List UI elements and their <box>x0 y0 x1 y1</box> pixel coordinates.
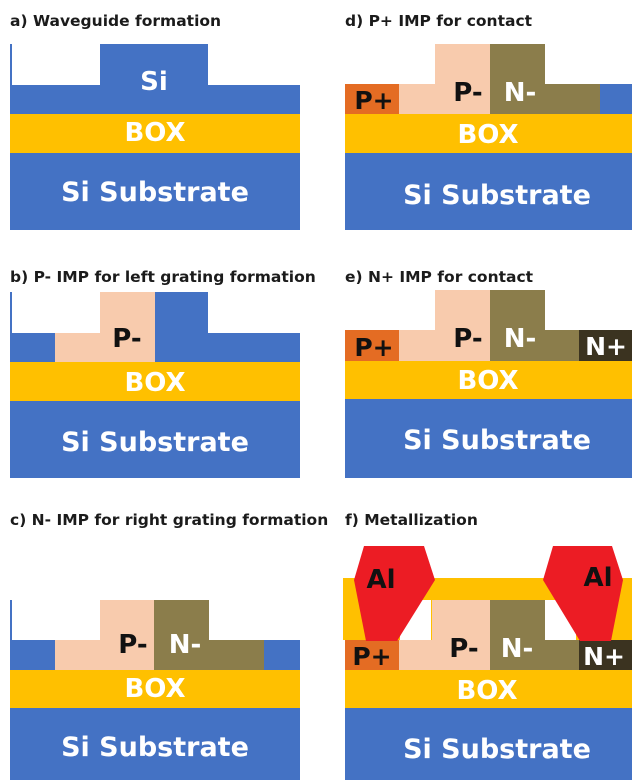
panel-e-n-minus-label: N- <box>504 324 537 354</box>
panel-f-box-layer <box>345 669 632 708</box>
panel-f-p-plus-label: P+ <box>352 642 391 671</box>
panel-f-box-label: BOX <box>456 676 517 706</box>
panel-b-box-layer <box>10 361 300 401</box>
panel-e: e) N+ IMP for contact P+ P- N- N+ BOX Si… <box>345 268 632 478</box>
panel-d-substrate-label: Si Substrate <box>403 180 591 211</box>
panel-b: b) P- IMP for left grating formation P- … <box>10 268 316 478</box>
panel-d-box-label: BOX <box>457 120 518 150</box>
panel-f-al-contact-left <box>354 546 435 641</box>
panel-a-si-slab <box>10 85 300 114</box>
panel-e-p-minus-label: P- <box>453 324 482 354</box>
panel-e-box-label: BOX <box>457 366 518 396</box>
panel-d-p-plus-label: P+ <box>354 86 393 115</box>
panel-b-p-minus-label: P- <box>112 324 141 354</box>
panel-f-caption: f) Metallization <box>345 511 478 529</box>
panel-a-box-label: BOX <box>124 118 185 148</box>
panel-f-substrate-label: Si Substrate <box>403 734 591 765</box>
panel-f-al-right-label: Al <box>583 563 612 593</box>
panel-c-box-label: BOX <box>124 674 185 704</box>
panel-c-n-minus-label: N- <box>169 630 202 660</box>
panel-e-p-minus-rib <box>435 290 491 331</box>
panel-d-n-minus-label: N- <box>504 78 537 108</box>
panel-b-box-label: BOX <box>124 368 185 398</box>
panel-f-al-left-label: Al <box>366 565 395 595</box>
panel-c-n-minus-rib <box>154 600 209 641</box>
panel-d-n-minus-slab <box>490 84 600 114</box>
panel-c-box-layer <box>10 669 300 708</box>
panel-e-substrate-label: Si Substrate <box>403 425 591 456</box>
panel-a-si-label: Si <box>140 67 168 97</box>
panel-b-substrate-label: Si Substrate <box>61 427 249 458</box>
panel-e-n-minus-rib <box>490 290 545 331</box>
panel-e-p-plus-label: P+ <box>354 333 393 362</box>
panel-f-n-minus-slab <box>490 640 580 670</box>
panel-d-p-plus-region <box>345 84 400 114</box>
panel-c: c) N- IMP for right grating formation P-… <box>10 511 328 780</box>
panel-a-substrate <box>10 152 300 230</box>
panel-b-p-minus-slab <box>55 333 155 362</box>
panel-f: f) Metallization Al Al P+ P- N- N+ BOX S… <box>343 511 632 780</box>
panel-d-caption: d) P+ IMP for contact <box>345 12 533 30</box>
panel-c-edge-line <box>10 600 12 641</box>
panel-c-n-minus-slab <box>154 640 264 670</box>
panel-c-substrate <box>10 707 300 780</box>
panel-a-caption: a) Waveguide formation <box>10 12 221 30</box>
panel-c-substrate-label: Si Substrate <box>61 732 249 763</box>
panel-d-p-minus-rib <box>435 44 491 85</box>
panel-b-caption: b) P- IMP for left grating formation <box>10 268 316 286</box>
panel-c-p-minus-rib <box>100 600 155 641</box>
panel-a-edge-line <box>10 44 12 86</box>
panel-f-n-plus-label: N+ <box>583 642 625 671</box>
panel-c-p-minus-slab <box>55 640 155 670</box>
panel-e-p-minus-slab <box>399 330 491 361</box>
panel-f-p-plus-region <box>345 640 400 670</box>
panel-c-p-minus-label: P- <box>118 630 147 660</box>
panel-f-p-minus-rib <box>432 600 491 641</box>
panel-e-n-plus-region <box>579 330 632 361</box>
panel-f-n-plus-region <box>579 640 632 670</box>
panel-a-box-layer <box>10 113 300 153</box>
panel-d-p-minus-slab <box>399 84 491 114</box>
panel-e-p-plus-region <box>345 330 400 361</box>
panel-f-p-minus-slab <box>399 640 491 670</box>
panel-f-n-minus-label: N- <box>501 634 534 664</box>
panel-a-si-rib <box>100 44 208 86</box>
panel-a: a) Waveguide formation Si BOX Si Substra… <box>10 12 300 230</box>
panel-f-al-contact-right <box>543 546 623 641</box>
panel-f-n-minus-rib <box>490 600 545 641</box>
panel-f-p-minus-label: P- <box>449 634 478 664</box>
panel-d: d) P+ IMP for contact P+ P- N- BOX Si Su… <box>345 12 632 230</box>
panel-d-substrate <box>345 152 632 230</box>
panel-e-n-plus-label: N+ <box>585 332 627 361</box>
panel-a-substrate-label: Si Substrate <box>61 177 249 208</box>
panel-d-n-minus-rib <box>490 44 545 85</box>
panel-d-box-layer <box>345 113 632 153</box>
panel-e-caption: e) N+ IMP for contact <box>345 268 534 286</box>
panel-b-edge-line <box>10 292 12 334</box>
panel-b-substrate <box>10 400 300 478</box>
panel-e-substrate <box>345 398 632 478</box>
panel-f-substrate <box>345 707 632 780</box>
panel-d-p-minus-label: P- <box>453 78 482 108</box>
panel-b-p-minus-rib <box>100 292 155 334</box>
panel-e-box-layer <box>345 360 632 399</box>
panel-b-si-rib-right <box>154 292 208 334</box>
panel-c-caption: c) N- IMP for right grating formation <box>10 511 328 529</box>
panel-e-n-minus-slab <box>490 330 580 361</box>
